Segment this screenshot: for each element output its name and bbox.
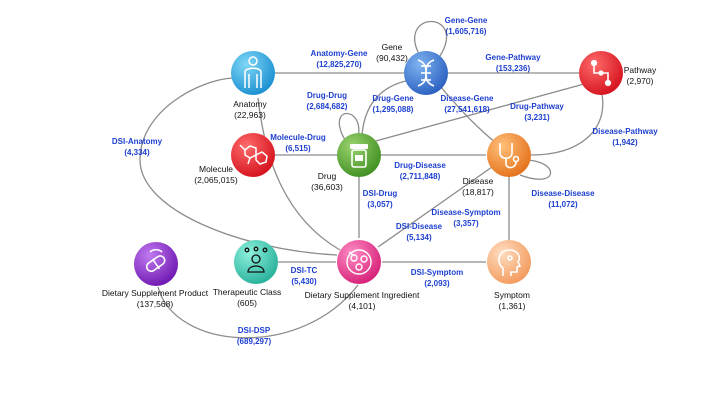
edge-label-drug-pathway: Drug-Pathway(3,231) bbox=[510, 102, 564, 122]
edge-label-dsi-disease: DSI-Disease(5,134) bbox=[396, 222, 443, 242]
edge-label-dsi-tc: DSI-TC(5,430) bbox=[291, 266, 318, 286]
capsule-icon bbox=[145, 248, 166, 273]
node-disease[interactable]: Disease(18,817) bbox=[462, 133, 531, 197]
edge-lines bbox=[139, 20, 604, 339]
supplement-ingredient-icon bbox=[346, 249, 372, 275]
node-label-dietary-supplement-ingredient: Dietary Supplement Ingredient(4,101) bbox=[305, 290, 420, 311]
edge-label-disease-gene: Disease-Gene(27,541,618) bbox=[441, 94, 494, 114]
dna-icon bbox=[417, 59, 435, 87]
node-drug[interactable]: Drug(36,603) bbox=[311, 133, 381, 192]
edge-disease-pathway bbox=[530, 93, 604, 156]
edge-gene-gene bbox=[414, 20, 448, 57]
pathway-icon bbox=[590, 59, 612, 87]
node-label-molecule: Molecule(2,065,015) bbox=[194, 164, 238, 185]
edge-drug-gene bbox=[361, 79, 411, 136]
edge-label-drug-drug: Drug-Drug(2,684,682) bbox=[307, 91, 348, 111]
edge-label-dsi-anatomy: DSI-Anatomy(4,334) bbox=[112, 137, 163, 157]
edge-disease-disease bbox=[519, 159, 552, 180]
node-label-pathway: Pathway(2,970) bbox=[624, 65, 657, 86]
edge-label-dsi-drug: DSI-Drug(3,057) bbox=[363, 189, 398, 209]
edge-label-drug-disease: Drug-Disease(2,711,848) bbox=[394, 161, 446, 181]
person-group-icon bbox=[244, 246, 268, 273]
edge-drug-pathway bbox=[371, 83, 585, 143]
node-label-drug: Drug(36,603) bbox=[311, 171, 343, 192]
node-label-gene: Gene(90,432) bbox=[376, 42, 408, 63]
edge-label-gene-gene: Gene-Gene(1,605,716) bbox=[445, 16, 488, 36]
node-anatomy[interactable]: Anatomy(22,963) bbox=[231, 51, 275, 120]
stethoscope-icon bbox=[499, 143, 520, 169]
node-label-anatomy: Anatomy(22,963) bbox=[233, 99, 267, 120]
edge-label-disease-symptom: Disease-Symptom(3,357) bbox=[431, 208, 500, 228]
node-gene[interactable]: Gene(90,432) bbox=[376, 42, 448, 95]
node-pathway[interactable]: Pathway(2,970) bbox=[579, 51, 657, 95]
node-label-disease: Disease(18,817) bbox=[462, 176, 494, 197]
edge-label-disease-pathway: Disease-Pathway(1,942) bbox=[592, 127, 658, 147]
edge-labels: Gene-Gene(1,605,716) Anatomy-Gene(12,825… bbox=[112, 16, 658, 346]
head-profile-icon bbox=[498, 249, 522, 276]
edge-anatomy-dsi bbox=[257, 97, 341, 251]
edge-label-dsi-symptom: DSI-Symptom(2,093) bbox=[411, 268, 463, 288]
node-symptom[interactable]: Symptom(1,361) bbox=[487, 240, 531, 311]
node-label-dietary-supplement-product: Dietary Supplement Product(137,568) bbox=[102, 288, 209, 309]
edge-label-drug-gene: Drug-Gene(1,295,088) bbox=[372, 94, 414, 114]
edge-label-dsi-dsp: DSI-DSP(689,297) bbox=[237, 326, 272, 346]
node-therapeutic-class[interactable]: Therapeutic Class(605) bbox=[213, 240, 282, 308]
edge-disease-gene bbox=[439, 85, 497, 144]
edge-label-gene-pathway: Gene-Pathway(153,236) bbox=[485, 53, 541, 73]
edge-label-disease-disease: Disease-Disease(11,072) bbox=[531, 189, 595, 209]
node-dietary-supplement-ingredient[interactable]: Dietary Supplement Ingredient(4,101) bbox=[305, 240, 420, 311]
human-body-icon bbox=[244, 56, 262, 88]
pill-bottle-icon bbox=[350, 144, 368, 168]
node-label-symptom: Symptom(1,361) bbox=[494, 290, 530, 311]
edge-dsi-dsp bbox=[157, 284, 359, 339]
edge-label-molecule-drug: Molecule-Drug(6,515) bbox=[270, 133, 326, 153]
node-molecule[interactable]: Molecule(2,065,015) bbox=[194, 133, 275, 185]
node-dietary-supplement-product[interactable]: Dietary Supplement Product(137,568) bbox=[102, 242, 209, 309]
molecule-icon bbox=[239, 144, 268, 165]
node-label-therapeutic-class: Therapeutic Class(605) bbox=[213, 287, 282, 308]
edge-drug-drug bbox=[338, 112, 360, 141]
edge-label-anatomy-gene: Anatomy-Gene(12,825,270) bbox=[311, 49, 368, 69]
edge-dsi-disease bbox=[377, 166, 493, 248]
